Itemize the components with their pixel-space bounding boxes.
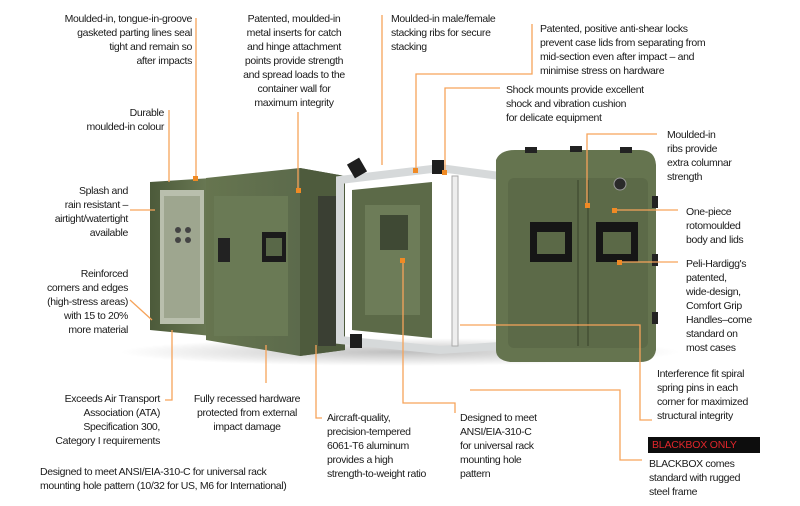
callout-line: rotomoulded [686, 220, 741, 232]
callout-pins: Interference fit spiral spring pins in ea… [657, 367, 748, 423]
callout-line: most cases [686, 342, 736, 354]
callout-line: structural integrity [657, 410, 733, 422]
callout-line: mounting hole [460, 454, 522, 466]
callout-line: precision-tempered [327, 426, 411, 438]
callout-line: after impacts [136, 55, 192, 67]
callout-line: mid-section even after impact – and [540, 51, 695, 63]
callout-line: impact damage [213, 421, 281, 433]
callout-line: Durable [129, 107, 165, 119]
callout-line: Splash and [78, 185, 128, 197]
callout-line: rain resistant – [64, 199, 129, 211]
callout-line: prevent case lids from separating from [540, 37, 706, 49]
callout-line: standard with rugged [649, 472, 741, 484]
callout-stacking: Moulded-in male/female stacking ribs for … [391, 12, 496, 54]
front-lid [150, 178, 212, 336]
callout-line: and spread loads to the [243, 69, 345, 81]
callout-line: Moulded-in male/female [391, 13, 496, 25]
callout-line: Category I requirements [55, 435, 160, 447]
callout-line: with 15 to 20% [64, 310, 128, 322]
callout-line: for universal rack [460, 440, 534, 452]
callout-line: points provide strength [244, 55, 344, 67]
callout-line: ANSI/EIA-310-C [460, 426, 532, 438]
callout-line: Interference fit spiral [657, 368, 745, 380]
callout-line: more material [68, 324, 128, 336]
callout-line: Exceeds Air Transport [64, 393, 161, 405]
callout-line: for delicate equipment [506, 112, 602, 124]
callout-line: metal inserts for catch [246, 27, 342, 39]
callout-line: Peli-Hardigg's [686, 258, 747, 270]
callout-line: strength-to-weight ratio [327, 468, 426, 480]
callout-line: body and lids [686, 234, 744, 246]
callout-splash: Splash and rain resistant – airtight/water… [20, 184, 129, 240]
callout-handles: Peli-Hardigg's patented, wide-design, Comfo… [686, 257, 752, 355]
callout-line: extra columnar [667, 157, 732, 169]
callout-line: strength [667, 171, 703, 183]
callout-line: (high-stress areas) [47, 296, 128, 308]
callout-line: Designed to meet ANSI/EIA-310-C for univ… [40, 466, 267, 478]
callout-line: gasketed parting lines seal [77, 27, 192, 39]
callout-gasket: Moulded-in, tongue-in-groove gasketed par… [40, 12, 193, 68]
callout-line: stacking [391, 41, 427, 53]
callout-line: corner for maximized [657, 396, 749, 408]
callout-ribs: Moulded-in ribs provide extra columnar stre… [667, 128, 732, 184]
callout-line: 6061-T6 aluminum [327, 440, 409, 452]
callout-line: Fully recessed hardware [193, 393, 301, 405]
callout-shock: Shock mounts provide excellent shock and … [506, 83, 644, 125]
callout-line: Designed to meet [460, 412, 537, 424]
callout-line: provides a high [327, 454, 393, 466]
callout-line: BLACKBOX comes [649, 458, 735, 470]
callout-line: and hinge attachment [247, 41, 341, 53]
callout-line: Reinforced [80, 268, 129, 280]
callout-reinforced: Reinforced corners and edges (high-stress … [10, 267, 128, 337]
case-body [206, 168, 345, 356]
callout-line: available [89, 227, 129, 239]
callout-line: One-piece [686, 206, 732, 218]
callout-line: shock and vibration cushion [506, 98, 627, 110]
callout-line: stacking ribs for secure [391, 27, 491, 39]
callout-ansi-long: Designed to meet ANSI/EIA-310-C for univ… [40, 465, 287, 493]
callout-line: Patented, moulded-in [247, 13, 341, 25]
callout-blackbox: BLACKBOX comes standard with rugged steel … [649, 457, 740, 499]
callout-line: corners and edges [46, 282, 128, 294]
callout-line: Patented, positive anti-shear locks [540, 23, 688, 35]
callout-aluminum: Aircraft-quality, precision-tempered 6061-… [327, 411, 426, 481]
callout-line: moulded-in colour [86, 121, 164, 133]
callout-recessed: Fully recessed hardware protected from ex… [190, 392, 304, 434]
blackbox-only-badge: BLACKBOX ONLY [648, 437, 760, 453]
callout-line: spring pins in each [657, 382, 738, 394]
callout-line: pattern [460, 468, 491, 480]
callout-line: mounting hole pattern (10/32 for US, M6 … [40, 480, 287, 492]
callout-line: airtight/watertight [54, 213, 129, 225]
callout-antishear: Patented, positive anti-shear locks preve… [540, 22, 706, 78]
leader-lines [129, 15, 678, 461]
callout-line: ribs provide [667, 143, 718, 155]
callout-line: Moulded-in, tongue-in-groove [64, 13, 193, 25]
callout-line: protected from external [197, 407, 297, 419]
callout-onepiece: One-piece rotomoulded body and lids [686, 205, 744, 247]
rear-lid [496, 146, 658, 362]
callout-line: standard on [686, 328, 738, 340]
callout-line: Moulded-in [667, 129, 716, 141]
callout-line: tight and remain so [109, 41, 192, 53]
callout-line: steel frame [649, 486, 698, 498]
callout-line: minimise stress on hardware [540, 65, 665, 77]
callout-line: Handles–come [686, 314, 752, 326]
callout-line: Aircraft-quality, [327, 412, 391, 424]
callout-line: maximum integrity [254, 97, 334, 109]
callout-line: wide-design, [686, 286, 741, 298]
callout-line: container wall for [257, 83, 331, 95]
callout-line: Comfort Grip [686, 300, 742, 312]
callout-colour: Durable moulded-in colour [60, 106, 164, 134]
aluminum-rack-frame [336, 157, 504, 355]
callout-line: Shock mounts provide excellent [506, 84, 644, 96]
callout-line: Specification 300, [83, 421, 160, 433]
callout-line: Association (ATA) [83, 407, 160, 419]
callout-inserts: Patented, moulded-in metal inserts for ca… [234, 12, 354, 110]
callout-line: patented, [686, 272, 727, 284]
